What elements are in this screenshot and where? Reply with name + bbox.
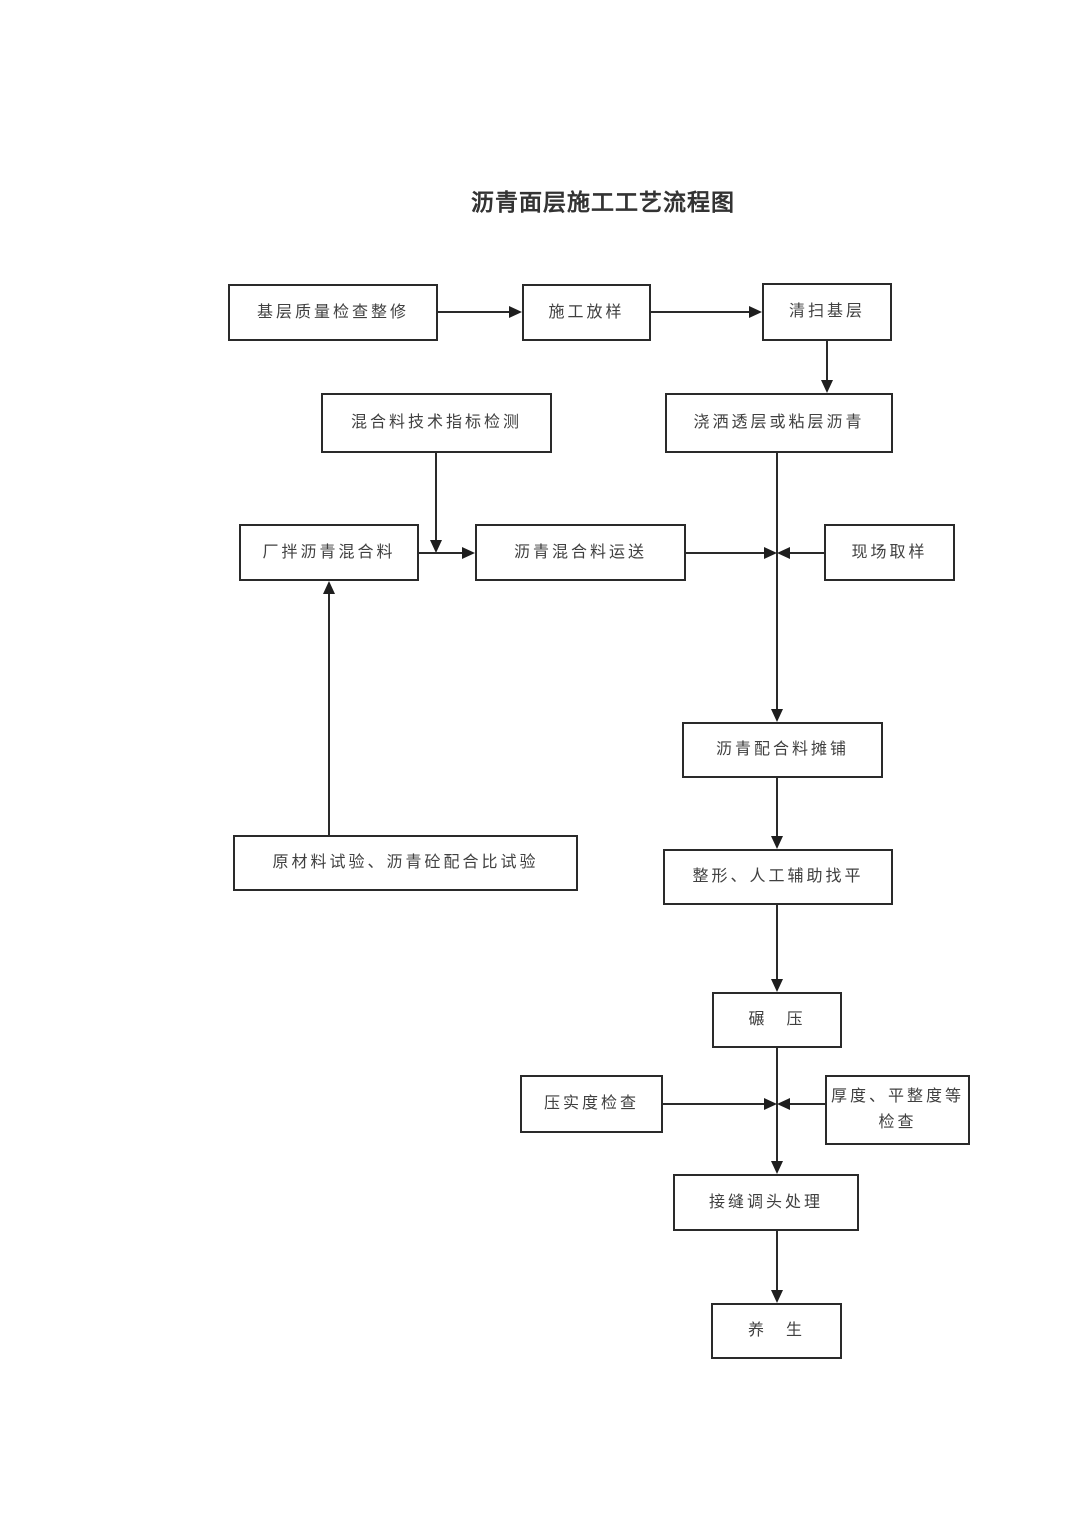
node-label: 原材料试验、沥青砼配合比试验 (272, 854, 539, 871)
arrowhead-right-icon (509, 306, 522, 318)
connector-basecheck-to-layout (438, 306, 522, 318)
arrowhead-right-icon (764, 547, 777, 559)
node-label: 现场取样 (851, 543, 928, 561)
arrowhead-up-icon (323, 581, 335, 594)
node-mixture-transport: 沥青混合料运送 (475, 524, 686, 581)
node-label: 整形、人工辅助找平 (692, 868, 864, 885)
node-label: 施工放样 (548, 303, 625, 321)
node-rolling: 碾 压 (712, 992, 842, 1048)
connector-rawtest-to-plantmix (323, 581, 335, 835)
node-label: 混合料技术指标检测 (350, 414, 522, 431)
node-raw-material-mix-ratio-test: 原材料试验、沥青砼配合比试验 (233, 835, 578, 891)
connector-compactioncheck-to-mainline (663, 1098, 777, 1110)
node-label: 碾 压 (748, 1011, 806, 1028)
node-label: 养 生 (747, 1322, 805, 1339)
arrowhead-down-icon (771, 709, 783, 722)
node-asphalt-mix-paving: 沥青配合料摊铺 (682, 722, 883, 778)
node-label: 接缝调头处理 (708, 1193, 823, 1211)
node-label: 沥青混合料运送 (513, 543, 647, 561)
node-thickness-evenness-check: 厚度、平整度等 检查 (825, 1075, 970, 1145)
node-label: 沥青配合料摊铺 (715, 741, 849, 758)
connector-mixturetest-down (430, 453, 442, 553)
arrowhead-down-icon (771, 1290, 783, 1303)
connector-thicknesscheck-to-mainline (777, 1098, 825, 1110)
node-label: 清扫基层 (788, 303, 865, 320)
node-label: 基层质量检查整修 (256, 303, 409, 321)
connector-sampling-to-mainline (777, 547, 824, 559)
node-construction-layout: 施工放样 (522, 284, 651, 341)
arrowhead-right-icon (462, 547, 475, 559)
node-label-line1: 厚度、平整度等 (830, 1088, 964, 1105)
connector-plantmix-to-transport (419, 547, 475, 559)
arrowhead-down-icon (430, 540, 442, 553)
connector-shaping-to-rolling (771, 905, 783, 992)
connector-rolling-to-joint (771, 1048, 783, 1174)
node-base-quality-check: 基层质量检查整修 (228, 284, 438, 341)
arrowhead-down-icon (771, 1161, 783, 1174)
node-mixture-index-test: 混合料技术指标检测 (321, 393, 552, 453)
connector-spray-to-paving (771, 453, 783, 722)
connector-layout-to-sweep (651, 306, 762, 318)
node-shaping-manual-leveling: 整形、人工辅助找平 (663, 849, 893, 905)
arrowhead-left-icon (777, 547, 790, 559)
arrowhead-down-icon (821, 380, 833, 393)
node-joint-turnaround-treatment: 接缝调头处理 (673, 1174, 859, 1231)
node-site-sampling: 现场取样 (824, 524, 955, 581)
node-label: 浇洒透层或粘层沥青 (693, 414, 865, 431)
node-compaction-degree-check: 压实度检查 (520, 1075, 663, 1133)
node-plant-mixed-asphalt: 厂拌沥青混合料 (239, 524, 419, 581)
node-spray-prime-tack-coat: 浇洒透层或粘层沥青 (665, 393, 893, 453)
arrowhead-right-icon (764, 1098, 777, 1110)
arrowhead-down-icon (771, 836, 783, 849)
node-label: 厂拌沥青混合料 (262, 543, 396, 561)
connector-sweep-to-spray (821, 341, 833, 393)
node-label-line2: 检查 (878, 1114, 917, 1131)
arrowhead-left-icon (777, 1098, 790, 1110)
arrowhead-right-icon (749, 306, 762, 318)
node-curing: 养 生 (711, 1303, 842, 1359)
node-label: 压实度检查 (543, 1095, 639, 1112)
diagram-title: 沥青面层施工工艺流程图 (471, 189, 735, 215)
connector-paving-to-shaping (771, 778, 783, 849)
node-sweep-base-layer: 清扫基层 (762, 283, 892, 341)
connector-transport-to-mainline (686, 547, 777, 559)
connector-joint-to-curing (771, 1231, 783, 1303)
arrowhead-down-icon (771, 979, 783, 992)
